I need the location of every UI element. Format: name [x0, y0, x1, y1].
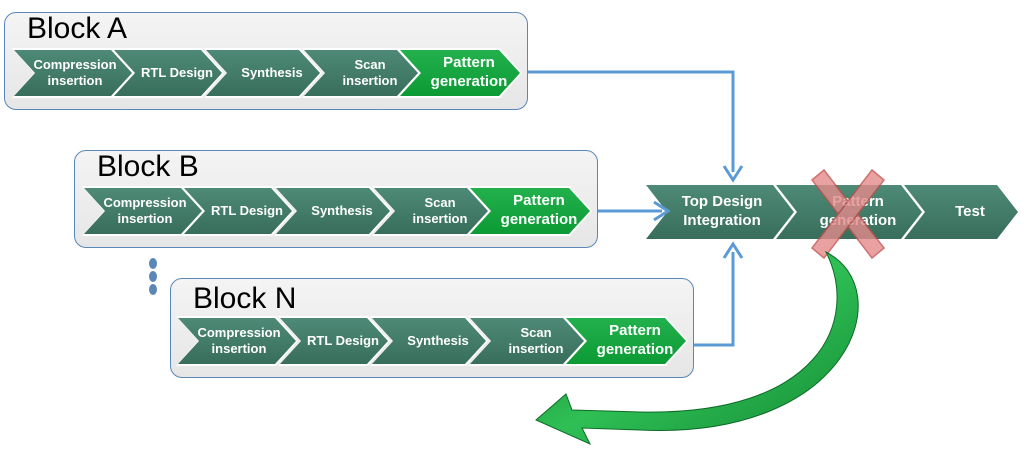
- block-n-step-compression: Compression insertion: [176, 316, 298, 366]
- ellipsis-dot-2: [149, 271, 157, 282]
- block-n-step-pattern: Pattern generation: [564, 316, 688, 366]
- block-a-step-compression: Compression insertion: [12, 48, 134, 98]
- connector-block-a: [528, 70, 744, 183]
- return-arrow-icon: [535, 250, 859, 446]
- cross-mark-icon: [810, 168, 886, 260]
- block-b-step-compression: Compression insertion: [82, 186, 204, 236]
- block-n-step-synthesis: Synthesis: [370, 316, 488, 366]
- block-n-title: Block N: [193, 282, 297, 315]
- block-b-step-pattern: Pattern generation: [468, 186, 592, 236]
- block-a-step-pattern: Pattern generation: [398, 48, 522, 98]
- ellipsis-dot-1: [149, 258, 157, 269]
- block-b-step-rtl: RTL Design: [182, 186, 294, 236]
- ellipsis-dot-3: [149, 284, 157, 295]
- connector-block-n: [694, 241, 744, 347]
- block-a-title: Block A: [27, 12, 128, 45]
- top-step-integration: Top Design Integration: [644, 183, 796, 241]
- connector-block-b: [598, 200, 671, 222]
- block-b-title: Block B: [97, 150, 199, 183]
